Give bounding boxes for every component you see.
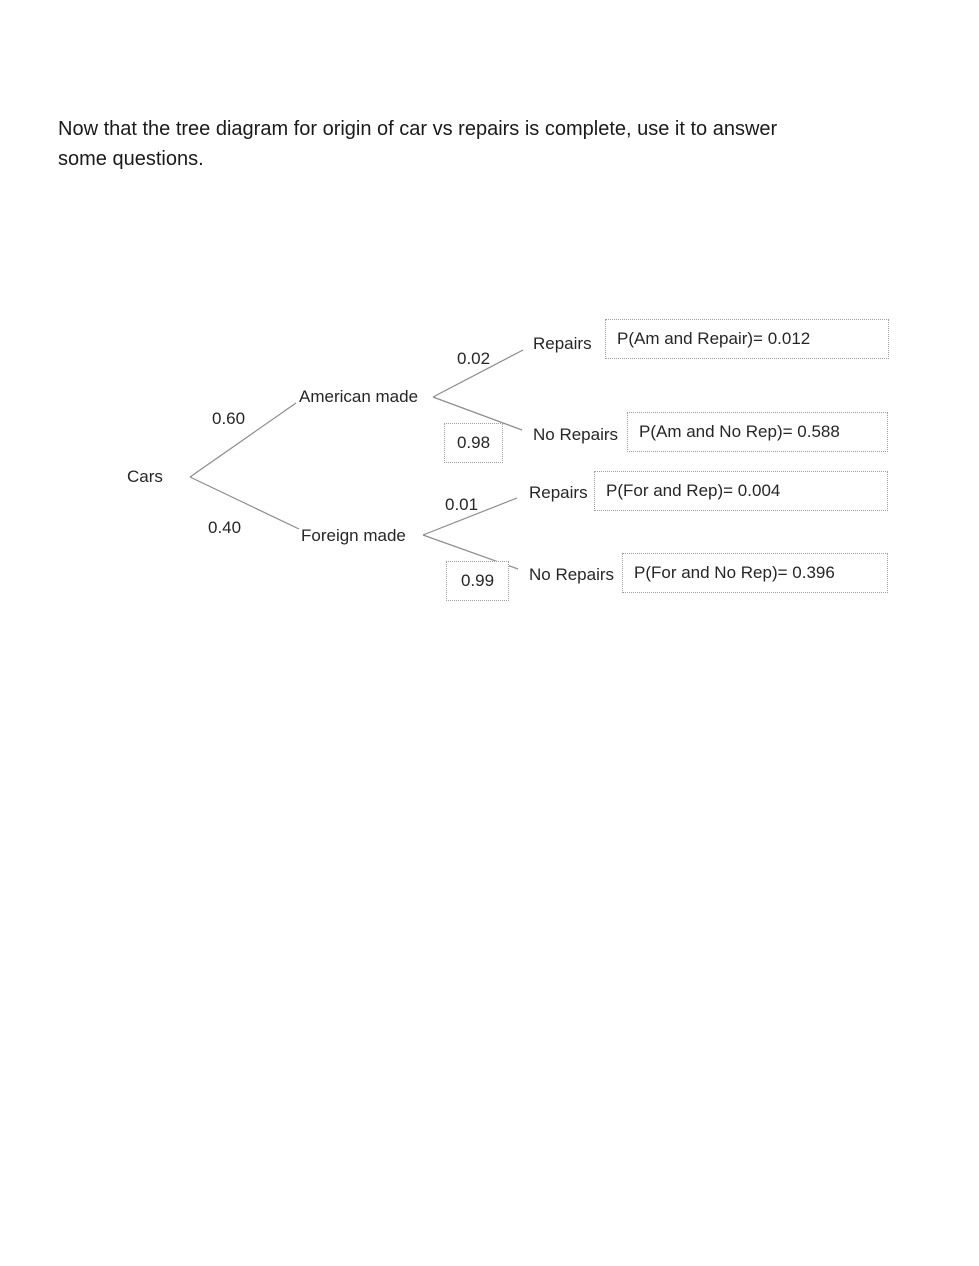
result-answer-box-american-repairs[interactable]: P(Am and Repair)= 0.012	[605, 319, 889, 359]
node-label-foreign-made: Foreign made	[301, 526, 406, 545]
result-value-american-no-repairs: P(Am and No Rep)= 0.588	[639, 422, 840, 441]
prob-label-american-repairs: 0.02	[457, 349, 491, 368]
result-answer-box-foreign-no-repairs[interactable]: P(For and No Rep)= 0.396	[622, 553, 888, 593]
result-value-foreign-no-repairs: P(For and No Rep)= 0.396	[634, 563, 835, 582]
prob-label-foreign: 0.40	[208, 518, 242, 537]
prob-answer-box-american-no-repairs[interactable]: 0.98	[444, 423, 503, 463]
intro-paragraph: Now that the tree diagram for origin of …	[58, 114, 918, 174]
prob-value-foreign-no-repairs: 0.99	[460, 571, 495, 590]
branch-line-foreign-to-repairs	[422, 497, 518, 536]
result-value-american-repairs: P(Am and Repair)= 0.012	[617, 329, 811, 348]
intro-line-1: Now that the tree diagram for origin of …	[58, 118, 778, 140]
node-label-american-made: American made	[299, 387, 419, 406]
branch-line-cars-to-american	[189, 402, 297, 478]
root-node-label: Cars	[127, 467, 163, 486]
branch-line-cars-to-foreign	[189, 476, 300, 530]
intro-line-2: some questions.	[58, 148, 204, 170]
result-value-foreign-repairs: P(For and Rep)= 0.004	[606, 481, 781, 500]
leaf-label-foreign-no-repairs: No Repairs	[529, 565, 615, 584]
leaf-label-american-repairs: Repairs	[533, 334, 592, 353]
branch-line-american-to-repairs	[432, 349, 524, 398]
prob-answer-box-foreign-no-repairs[interactable]: 0.99	[446, 561, 509, 601]
prob-label-foreign-repairs: 0.01	[445, 495, 479, 514]
branch-line-american-to-no-repairs	[432, 396, 523, 431]
prob-value-american-no-repairs: 0.98	[456, 433, 491, 452]
result-answer-box-foreign-repairs[interactable]: P(For and Rep)= 0.004	[594, 471, 888, 511]
result-answer-box-american-no-repairs[interactable]: P(Am and No Rep)= 0.588	[627, 412, 888, 452]
leaf-label-foreign-repairs: Repairs	[529, 483, 588, 502]
prob-label-american: 0.60	[212, 409, 246, 428]
leaf-label-american-no-repairs: No Repairs	[533, 425, 619, 444]
